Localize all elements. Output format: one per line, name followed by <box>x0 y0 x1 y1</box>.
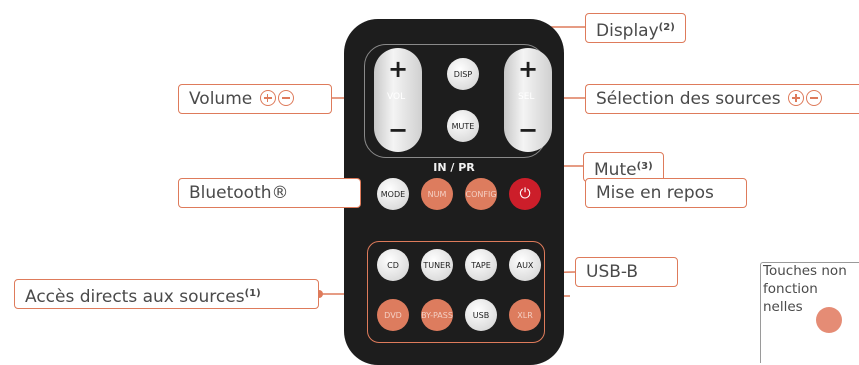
bottom-panel-outline <box>367 241 545 343</box>
volume-rocker[interactable]: + − <box>374 48 422 152</box>
select-plus-icon: + <box>517 55 539 83</box>
aux-button[interactable]: AUX <box>509 249 541 281</box>
usb-b-callout: USB-B <box>575 257 678 287</box>
direct-access-callout-text: Accès directs aux sources <box>25 287 245 307</box>
disp-button[interactable]: DISP <box>447 58 479 90</box>
display-callout-text: Display <box>596 21 659 41</box>
bluetooth-callout: Bluetooth® <box>178 178 361 208</box>
bypass-button: BY-PASS <box>421 299 453 331</box>
dvd-button: DVD <box>377 299 409 331</box>
standby-callout-text: Mise en repos <box>596 183 714 203</box>
source-selection-callout-text: Sélection des sources <box>596 89 781 109</box>
select-minus-icon: − <box>517 116 539 144</box>
source-selection-callout: Sélection des sources <box>585 84 859 114</box>
display-footnote: (2) <box>658 22 675 33</box>
tuner-button[interactable]: TUNER <box>421 249 453 281</box>
direct-access-callout: Accès directs aux sources(1) <box>14 279 319 309</box>
legend-box <box>760 262 859 363</box>
cd-button[interactable]: CD <box>377 249 409 281</box>
direct-access-footnote: (1) <box>244 288 261 299</box>
xlr-button: XLR <box>509 299 541 331</box>
select-rocker[interactable]: + − <box>504 48 552 152</box>
num-button: NUM <box>421 178 453 210</box>
plus-circle-icon <box>259 90 276 106</box>
tape-button[interactable]: TAPE <box>465 249 497 281</box>
mute-callout-text: Mute <box>594 160 637 180</box>
legend-text: Touches non fonction nelles <box>763 263 847 315</box>
nonfunctional-legend-swatch <box>816 307 842 333</box>
config-button: CONFIG <box>465 178 497 210</box>
volume-minus-icon: − <box>387 116 409 144</box>
display-callout: Display(2) <box>585 13 686 43</box>
vol-label: VOL <box>387 92 406 102</box>
sel-label: SEL <box>518 92 535 102</box>
volume-callout: Volume <box>178 84 332 114</box>
power-icon[interactable]: ⏻ <box>509 178 541 210</box>
mute-button[interactable]: MUTE <box>447 110 479 142</box>
usb-button[interactable]: USB <box>465 299 497 331</box>
mute-footnote: (3) <box>636 161 653 172</box>
plus-circle-icon <box>787 90 804 106</box>
mode-button[interactable]: MODE <box>377 178 409 210</box>
in-pr-label: IN / PR <box>433 161 475 174</box>
volume-callout-text: Volume <box>189 89 253 109</box>
minus-circle-icon <box>805 90 822 106</box>
volume-plus-icon: + <box>387 55 409 83</box>
bluetooth-callout-text: Bluetooth® <box>189 183 289 203</box>
standby-callout: Mise en repos <box>585 178 747 208</box>
minus-circle-icon <box>277 90 294 106</box>
usb-b-callout-text: USB-B <box>586 262 639 282</box>
mute-callout: Mute(3) <box>583 152 664 182</box>
